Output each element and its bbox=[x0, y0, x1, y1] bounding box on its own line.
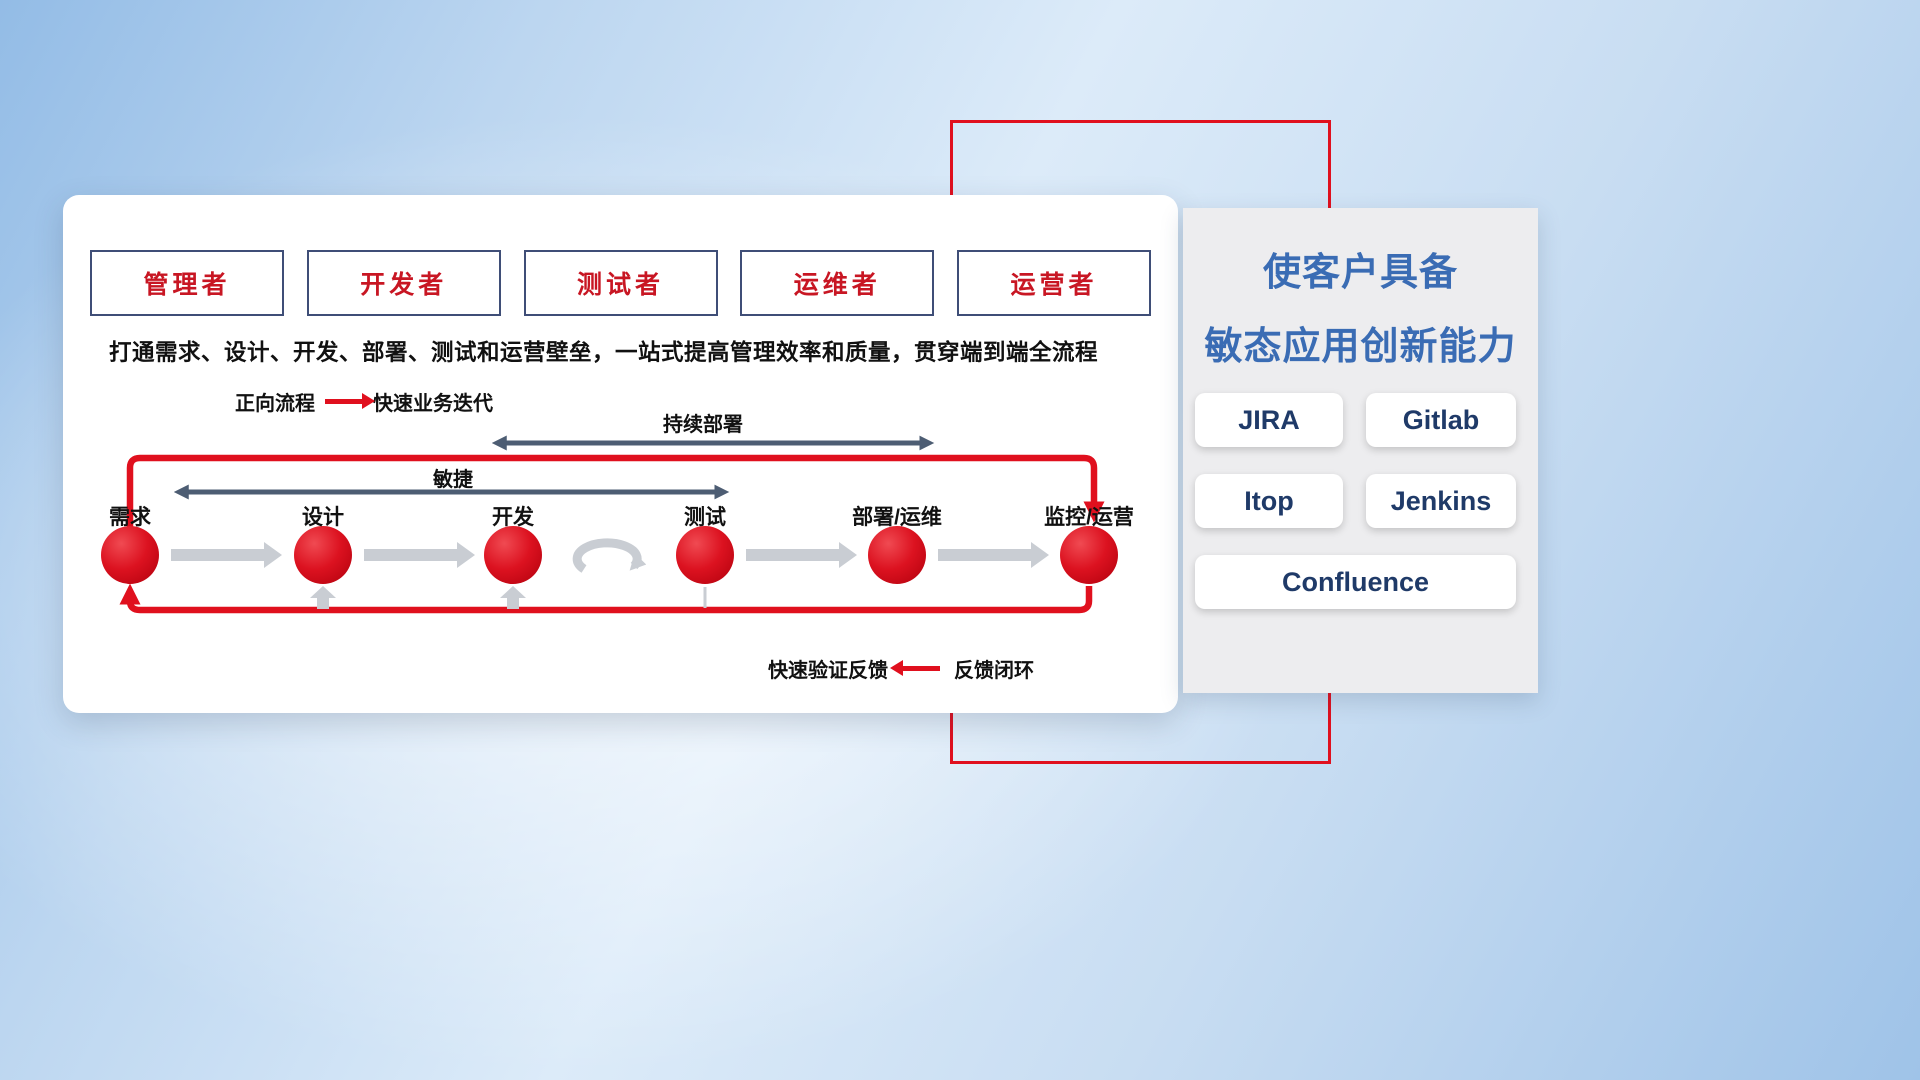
role-box-operator: 运营者 bbox=[957, 250, 1151, 316]
legend-feedback-label: 快速验证反馈 bbox=[768, 659, 888, 682]
flow-diagram bbox=[101, 435, 1118, 614]
role-label: 运维者 bbox=[793, 271, 881, 299]
flow-arrow-icon bbox=[171, 542, 282, 568]
panel-title: 使客户具备 敏态应用创新能力 bbox=[1183, 236, 1538, 384]
role-row: 管理者 开发者 测试者 运维者 运营者 bbox=[90, 250, 1151, 316]
role-label: 测试者 bbox=[576, 271, 664, 299]
stage-label-testing: 测试 bbox=[684, 506, 726, 529]
stage-label-development: 开发 bbox=[492, 506, 534, 529]
legend-forward: 正向流程 快速业务迭代 bbox=[235, 389, 493, 415]
feedback-up-arrow-icon bbox=[500, 586, 526, 609]
stage-node-requirements bbox=[101, 526, 159, 584]
flow-arrow-icon bbox=[364, 542, 475, 568]
role-label: 开发者 bbox=[360, 271, 448, 299]
tool-chip-itop: Itop bbox=[1195, 474, 1343, 528]
tool-chip-jira: JIRA bbox=[1195, 393, 1343, 447]
tool-chip-confluence: Confluence bbox=[1195, 555, 1516, 609]
role-box-ops: 运维者 bbox=[740, 250, 935, 316]
role-box-tester: 测试者 bbox=[523, 250, 718, 316]
continuous-deploy-label: 持续部署 bbox=[663, 414, 743, 436]
stage-node-monitor-operation bbox=[1060, 526, 1118, 584]
process-card: 管理者 开发者 测试者 运维者 运营者 打通需求、设计、开发、部署、测试和运营壁… bbox=[63, 195, 1178, 713]
feedback-loop-line bbox=[119, 583, 1093, 614]
forward-arrow-icon bbox=[325, 392, 375, 409]
iteration-loop-icon bbox=[572, 538, 647, 573]
stage-node-testing bbox=[676, 526, 734, 584]
capability-panel: 使客户具备 敏态应用创新能力 JIRA Gitlab Itop Jenkins … bbox=[1183, 208, 1538, 693]
role-box-manager: 管理者 bbox=[90, 250, 284, 316]
stage-label-design: 设计 bbox=[302, 506, 344, 529]
legend-forward-label: 正向流程 bbox=[235, 392, 315, 415]
role-label: 运营者 bbox=[1010, 271, 1098, 299]
stage-label-monitor-operation: 监控/运营 bbox=[1044, 506, 1134, 529]
tool-chip-jenkins: Jenkins bbox=[1366, 474, 1516, 528]
stage-node-development bbox=[484, 526, 542, 584]
panel-title-line1: 使客户具备 bbox=[1262, 252, 1458, 294]
stage-label-deploy-ops: 部署/运维 bbox=[852, 506, 942, 529]
legend-feedback: 快速验证反馈 反馈闭环 bbox=[768, 656, 1034, 682]
tool-chip-gitlab: Gitlab bbox=[1366, 393, 1516, 447]
flow-arrow-icon bbox=[938, 542, 1049, 568]
role-label: 管理者 bbox=[143, 271, 231, 299]
process-subtitle: 打通需求、设计、开发、部署、测试和运营壁垒，一站式提高管理效率和质量，贯穿端到端… bbox=[109, 340, 1099, 365]
feedback-up-arrow-icon bbox=[310, 586, 336, 609]
forward-loop-line bbox=[126, 454, 1105, 528]
flow-arrow-icon bbox=[746, 542, 857, 568]
agile-label: 敏捷 bbox=[433, 469, 473, 491]
legend-feedback-value: 反馈闭环 bbox=[954, 659, 1034, 682]
stage-node-deploy-ops bbox=[868, 526, 926, 584]
feedback-arrow-icon bbox=[890, 659, 940, 676]
panel-title-line2: 敏态应用创新能力 bbox=[1204, 326, 1517, 368]
stage-node-design bbox=[294, 526, 352, 584]
legend-forward-value: 快速业务迭代 bbox=[373, 392, 493, 415]
role-box-developer: 开发者 bbox=[306, 250, 501, 316]
stage-label-requirements: 需求 bbox=[109, 506, 151, 529]
